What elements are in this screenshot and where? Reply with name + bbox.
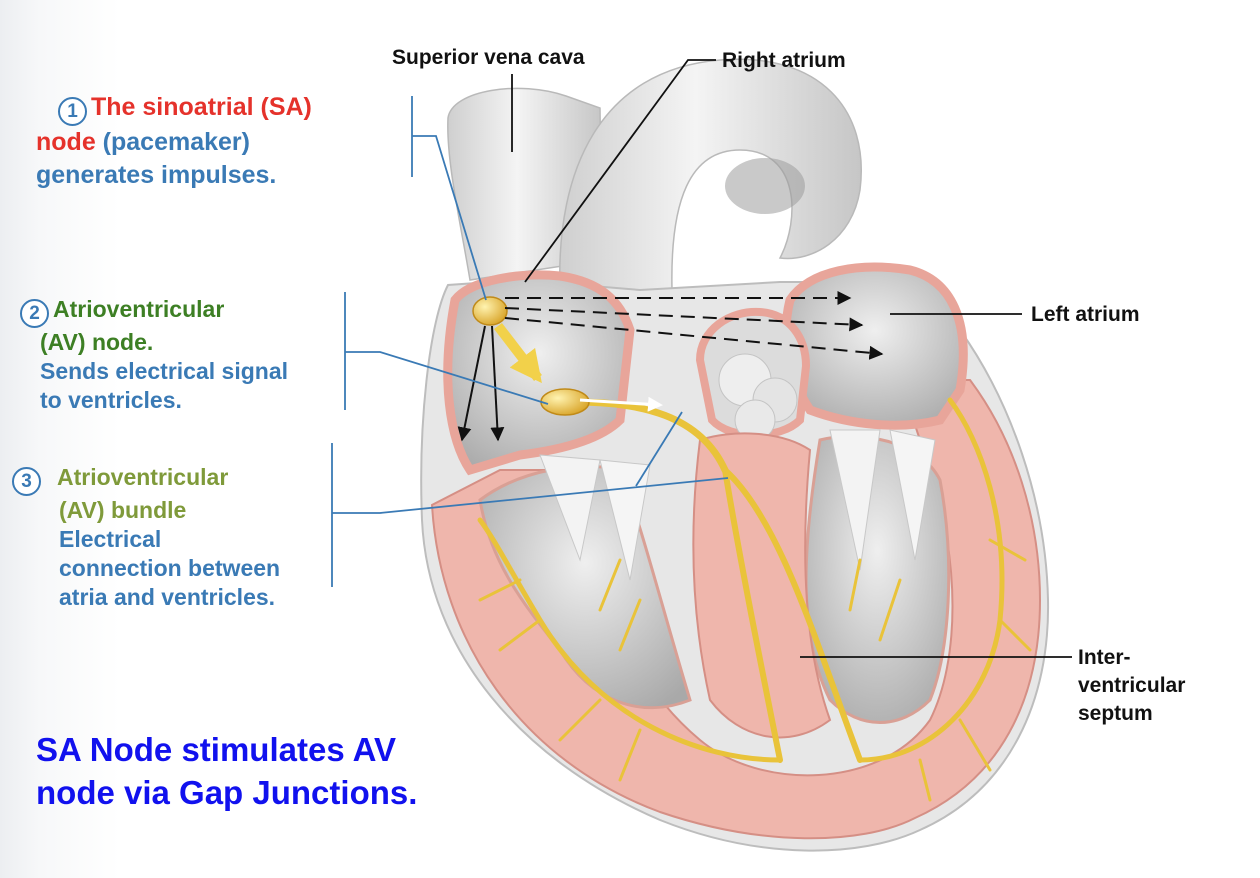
step-1-number-badge: 1	[58, 97, 87, 126]
left-atrium-label: Left atrium	[1031, 303, 1140, 326]
av-bundle	[571, 398, 729, 474]
tricuspid-valve-leaflet	[539, 454, 601, 562]
purkinje-fibers	[477, 517, 783, 763]
av-node	[540, 388, 590, 416]
septum-label-line: Inter-	[1078, 646, 1131, 669]
interventricular-septum	[692, 432, 832, 739]
step-3-desc: Electrical	[59, 526, 162, 552]
sa-to-av-arrow	[494, 322, 542, 384]
step-1-title-term: sinoatrial (SA)	[142, 93, 312, 121]
step-3-title-line: (AV) bundle	[59, 497, 187, 523]
step-1-title-text: The	[91, 93, 136, 121]
left-bundle-branch	[722, 467, 863, 763]
interventricular-septum-label: Inter- ventricular septum	[1078, 644, 1185, 728]
leader-lines	[511, 59, 1072, 658]
right-atrium-label: Right atrium	[722, 49, 846, 72]
step-1-title-node: node	[36, 128, 96, 156]
conclusion-text: SA Node stimulates AV node via Gap Junct…	[36, 728, 417, 814]
conduction-pathways	[477, 397, 1032, 802]
av-impulse-arrow	[579, 396, 663, 412]
step-3-title-text: Atrioventricular	[57, 464, 229, 490]
step-1-desc: (pacemaker)	[102, 128, 250, 156]
step-3-title: 3 Atrioventricular	[12, 463, 280, 496]
conclusion-line: SA Node stimulates AV	[36, 731, 397, 768]
step-2-title-line: (AV) node.	[40, 329, 154, 355]
septum-label-line: septum	[1078, 702, 1153, 725]
step-2-number-badge: 2	[20, 299, 49, 328]
step-3-desc-line: atria and ventricles.	[59, 584, 276, 610]
mitral-valve-leaflet	[829, 429, 881, 571]
step-1-line-2: node (pacemaker)	[36, 126, 312, 159]
step-2-desc-line: to ventricles.	[40, 387, 182, 413]
step-3-desc-line: connection between	[59, 555, 281, 581]
step-2-title-text: Atrioventricular	[53, 296, 225, 322]
septum-label-line: ventricular	[1078, 674, 1186, 697]
superior-vena-cava-label: Superior vena cava	[392, 46, 585, 69]
conclusion-line: node via Gap Junctions.	[36, 774, 418, 811]
step-3-callout: 3 Atrioventricular (AV) bundle Electrical…	[12, 463, 280, 612]
left-atrium-chamber	[781, 262, 968, 430]
step-3-number-badge: 3	[12, 467, 41, 496]
purkinje-fibers	[478, 578, 642, 782]
atrial-impulse-arrows	[457, 291, 884, 442]
purkinje-fibers	[598, 558, 902, 652]
mitral-valve-leaflet	[889, 429, 936, 561]
right-bundle-branch	[722, 467, 783, 763]
bracket-lines	[331, 96, 729, 587]
step-1-desc-line: generates impulses.	[36, 161, 277, 189]
aortic-arch-opening	[725, 158, 805, 214]
aortic-arch	[559, 58, 862, 291]
step-2-desc: Sends electrical signal	[40, 358, 289, 384]
sa-node	[472, 296, 508, 326]
purkinje-fibers	[918, 538, 1032, 802]
